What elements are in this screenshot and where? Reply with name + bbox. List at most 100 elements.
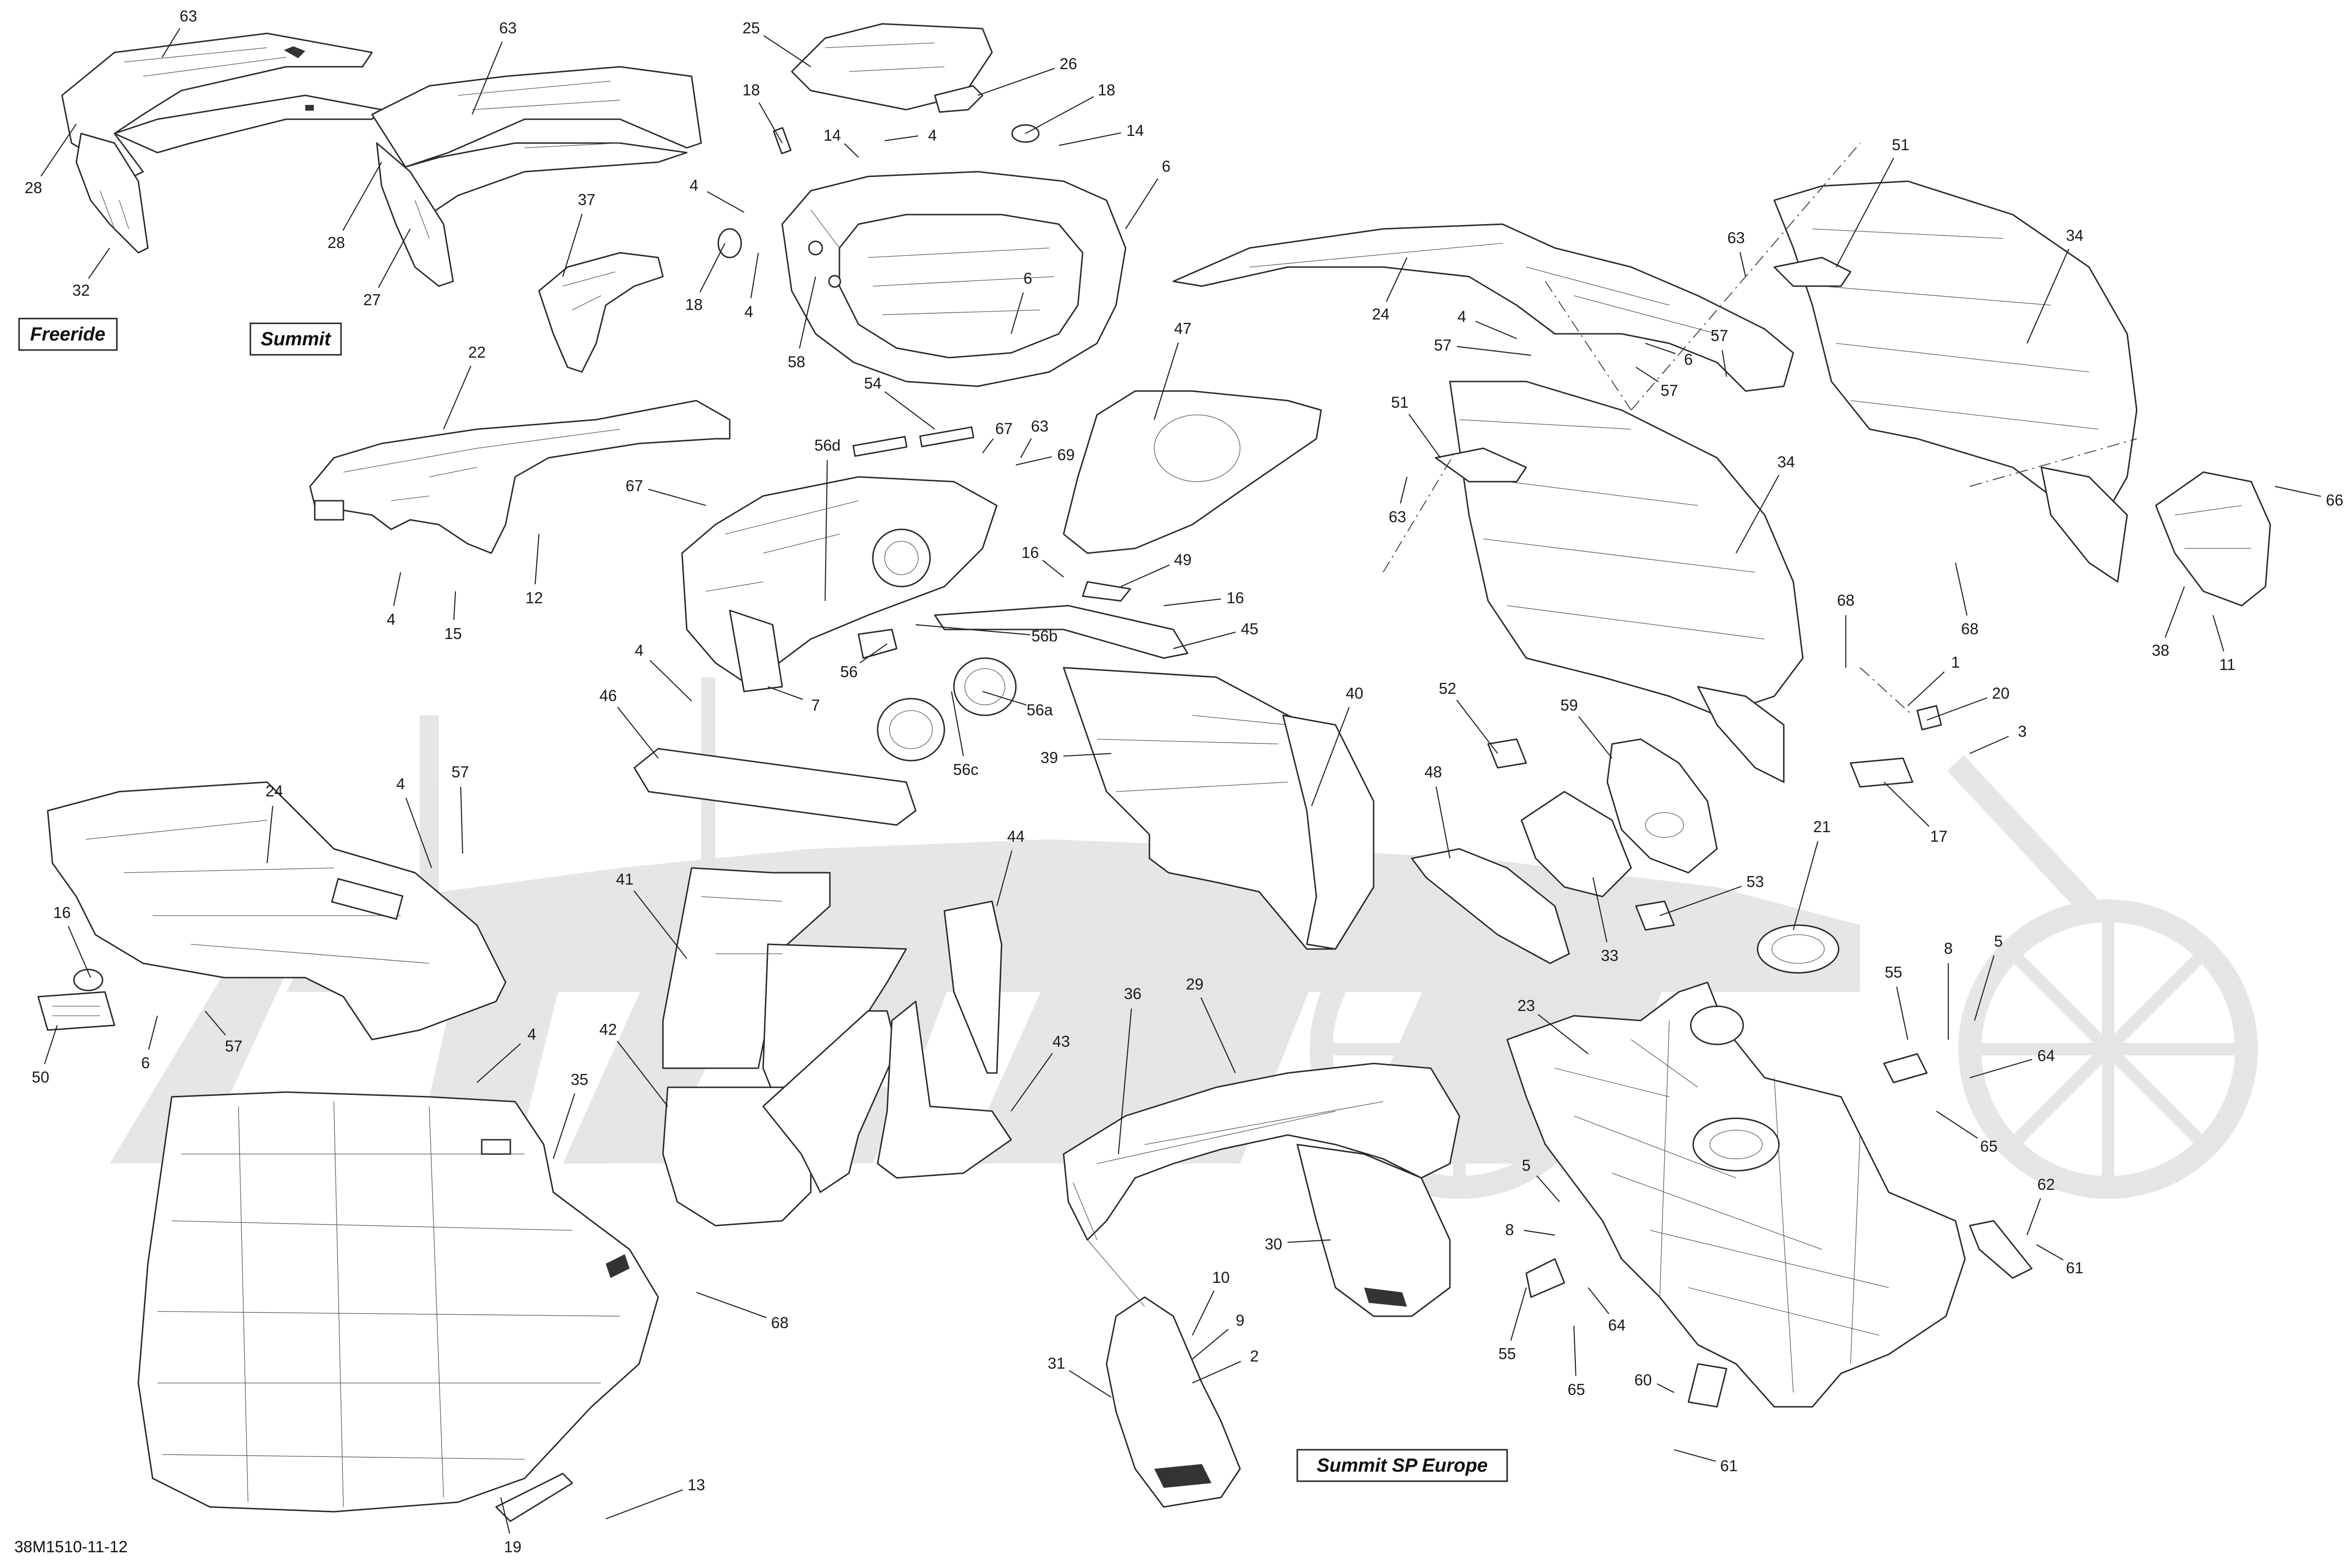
callout-number: 4 xyxy=(690,176,698,194)
callout-number: 31 xyxy=(1048,1354,1065,1372)
callout-number: 51 xyxy=(1391,393,1409,411)
callout-42: 42 xyxy=(600,1021,668,1107)
callout-number: 56 xyxy=(840,663,858,681)
callout-number: 10 xyxy=(1212,1269,1230,1286)
callout-63: 63 xyxy=(162,7,197,58)
part-50-decal xyxy=(37,991,115,1031)
part-55-upper xyxy=(1883,1053,1928,1083)
callout-14: 14 xyxy=(824,126,859,158)
part-43 xyxy=(877,1001,1012,1179)
part-18-pin xyxy=(773,127,792,155)
callout-number: 24 xyxy=(266,782,283,800)
callout-leader xyxy=(1475,320,1517,340)
callout-32: 32 xyxy=(72,248,110,299)
callout-leader xyxy=(1592,877,1608,942)
callout-number: 4 xyxy=(1458,308,1466,325)
part-59 xyxy=(1606,738,1718,874)
callout-68: 68 xyxy=(1955,562,1978,638)
callout-number: 56a xyxy=(1026,701,1053,719)
callout-62: 62 xyxy=(2026,1176,2055,1236)
callout-leader xyxy=(1674,1449,1716,1462)
callout-number: 58 xyxy=(788,353,806,371)
callout-24: 24 xyxy=(1372,257,1407,323)
callout-25: 25 xyxy=(743,19,811,67)
callout-number: 15 xyxy=(445,625,462,642)
part-39-40-side-panel xyxy=(1063,667,1375,950)
callout-1: 1 xyxy=(1907,653,1960,706)
part-56d-headlight xyxy=(681,476,998,692)
callout-51: 51 xyxy=(1391,393,1441,458)
callout-leader xyxy=(67,926,92,978)
part-windshield-summit xyxy=(371,66,702,287)
callout-5: 5 xyxy=(1974,932,2003,1021)
callout-leader xyxy=(1739,252,1747,277)
callout-8: 8 xyxy=(1505,1221,1555,1238)
callout-leader xyxy=(40,124,77,177)
callout-leader xyxy=(1578,716,1613,759)
part-44 xyxy=(943,900,1003,1074)
callout-18: 18 xyxy=(685,243,725,313)
callout-15: 15 xyxy=(445,591,462,642)
callout-leader xyxy=(2164,586,2185,638)
callout-number: 18 xyxy=(743,81,760,99)
callout-number: 6 xyxy=(141,1054,150,1072)
part-56-bulb xyxy=(858,629,898,659)
callout-leader xyxy=(1287,1239,1331,1243)
callout-leader xyxy=(915,624,1031,636)
callout-56c: 56c xyxy=(951,691,979,778)
callout-leader xyxy=(767,686,803,700)
part-51-lower xyxy=(1435,447,1527,483)
part-23-tank xyxy=(1506,981,1966,1408)
callout-number: 52 xyxy=(1439,680,1457,697)
callout-number: 36 xyxy=(1124,985,1142,1002)
callout-63: 63 xyxy=(1389,476,1408,526)
callout-28: 28 xyxy=(25,124,77,196)
callout-leader xyxy=(1192,1290,1215,1336)
callout-number: 67 xyxy=(995,420,1013,437)
callout-number: 49 xyxy=(1174,551,1192,568)
callout-number: 42 xyxy=(600,1021,617,1038)
callout-10: 10 xyxy=(1192,1269,1230,1336)
callout-16: 16 xyxy=(1022,544,1064,578)
callout-leader xyxy=(162,28,181,58)
callout-leader xyxy=(1936,1111,1978,1139)
callout-leader xyxy=(758,102,783,144)
callout-30: 30 xyxy=(1265,1235,1331,1253)
callout-63: 63 xyxy=(1727,229,1747,277)
callout-leader xyxy=(148,1015,158,1050)
callout-57: 57 xyxy=(205,1011,242,1055)
callout-22: 22 xyxy=(443,343,486,430)
callout-48: 48 xyxy=(1425,763,1451,859)
callout-number: 5 xyxy=(1994,932,2003,950)
callout-26: 26 xyxy=(977,55,1077,96)
callout-55: 55 xyxy=(1885,963,1909,1040)
callout-6: 6 xyxy=(141,1015,158,1072)
part-45 xyxy=(934,605,1189,659)
callout-24: 24 xyxy=(266,782,283,864)
callout-4: 4 xyxy=(396,775,433,868)
callout-number: 6 xyxy=(1024,269,1032,287)
callout-leader xyxy=(2275,485,2321,497)
callout-6: 6 xyxy=(1125,157,1170,229)
callout-number: 51 xyxy=(1892,136,1910,154)
callout-number: 56d xyxy=(814,436,840,454)
callout-number: 11 xyxy=(2219,656,2235,673)
part-53 xyxy=(1635,900,1675,931)
callout-leader xyxy=(1721,350,1727,377)
callout-leader xyxy=(1896,987,1909,1040)
callout-number: 25 xyxy=(743,19,760,37)
callout-leader xyxy=(982,438,994,454)
callout-number: 38 xyxy=(2152,641,2170,659)
callout-leader xyxy=(1125,178,1158,229)
callout-leader xyxy=(1926,697,1987,721)
callout-number: 62 xyxy=(2038,1176,2055,1193)
callout-leader xyxy=(1523,1229,1555,1236)
callout-number: 1 xyxy=(1951,653,1960,671)
part-20 xyxy=(1916,705,1942,731)
callout-17: 17 xyxy=(1883,782,1947,845)
callout-6: 6 xyxy=(1645,342,1693,368)
callout-3: 3 xyxy=(1969,722,2027,754)
callout-number: 34 xyxy=(2066,227,2084,244)
callout-31: 31 xyxy=(1048,1354,1112,1398)
